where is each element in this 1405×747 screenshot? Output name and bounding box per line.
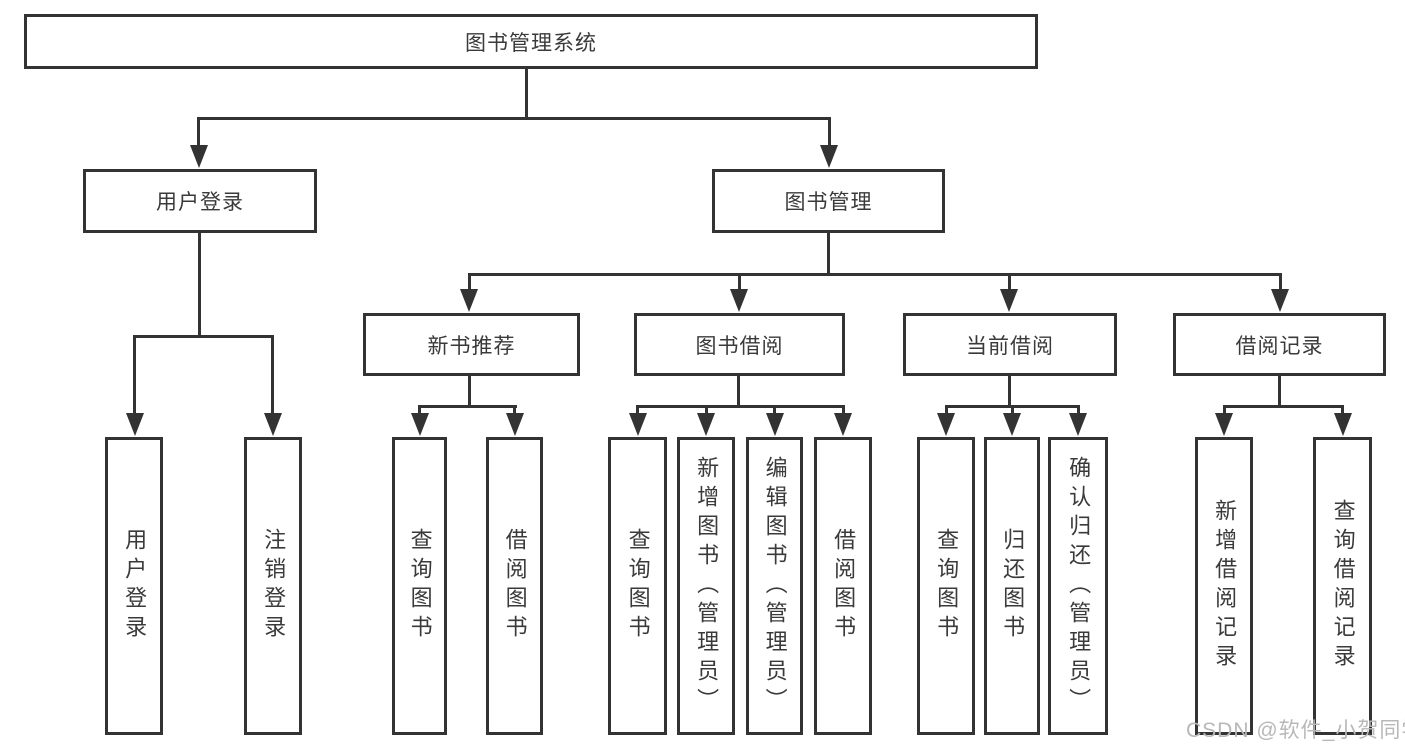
edge-arrowhead xyxy=(264,413,282,436)
edge-arrowhead xyxy=(730,289,748,312)
edge-line xyxy=(513,405,516,418)
edge-line xyxy=(1223,405,1226,418)
edge-line xyxy=(418,405,517,408)
edge-line xyxy=(1278,374,1281,408)
node-label: 借阅记录 xyxy=(1235,334,1324,358)
edge-line xyxy=(468,273,1282,276)
edge-arrowhead xyxy=(834,413,852,436)
edge-line xyxy=(418,405,421,418)
leaf-label: 注销登录 xyxy=(261,528,287,644)
edge-line xyxy=(636,405,639,418)
node-library-management-system: 图书管理系统 xyxy=(24,14,1038,69)
edge-line xyxy=(1279,273,1282,293)
edge-arrowhead xyxy=(1000,289,1018,312)
edge-arrowhead xyxy=(1003,413,1021,436)
edge-line xyxy=(1223,405,1344,408)
leaf-label: 查询图书 xyxy=(625,528,651,644)
node-label: 图书管理系统 xyxy=(465,31,597,55)
leaf-label: 归还图书 xyxy=(1000,528,1026,644)
edge-arrowhead xyxy=(629,413,647,436)
leaf-confirm-return-admin: 确认归还（管理员） xyxy=(1048,437,1108,735)
leaf-add-borrow-record: 新增借阅记录 xyxy=(1195,437,1253,735)
edge-arrowhead xyxy=(190,145,208,168)
edge-arrowhead xyxy=(1271,289,1289,312)
leaf-add-books-admin: 新增图书（管理员） xyxy=(677,437,735,735)
edge-line xyxy=(737,374,740,408)
leaf-label: 新增借阅记录 xyxy=(1212,499,1238,673)
leaf-query-borrow-record: 查询借阅记录 xyxy=(1313,437,1372,735)
node-label: 图书管理 xyxy=(784,191,873,214)
edge-line xyxy=(1077,405,1080,418)
edge-line xyxy=(468,374,471,408)
leaf-label: 确认归还（管理员） xyxy=(1066,455,1092,717)
edge-line xyxy=(828,117,831,150)
leaf-label: 编辑图书（管理员） xyxy=(762,455,788,717)
node-current-borrow: 当前借阅 xyxy=(903,313,1117,376)
edge-arrowhead xyxy=(1069,413,1087,436)
edge-arrowhead xyxy=(937,413,955,436)
edge-arrowhead xyxy=(460,289,478,312)
leaf-label: 新增图书（管理员） xyxy=(694,455,720,717)
edge-line xyxy=(705,405,708,418)
node-new-book-recommend: 新书推荐 xyxy=(363,313,580,376)
node-label: 新书推荐 xyxy=(427,334,516,358)
edge-arrowhead xyxy=(766,413,784,436)
edge-line xyxy=(842,405,845,418)
leaf-label: 用户登录 xyxy=(122,528,148,644)
edge-line xyxy=(468,273,471,293)
leaf-query-books-3: 查询图书 xyxy=(917,437,975,735)
node-user-login: 用户登录 xyxy=(83,169,317,233)
edge-line xyxy=(1008,273,1011,293)
leaf-user-login: 用户登录 xyxy=(105,437,163,735)
node-book-management: 图书管理 xyxy=(712,169,945,233)
leaf-edit-books-admin: 编辑图书（管理员） xyxy=(746,437,803,735)
edge-line xyxy=(271,335,274,417)
node-label: 当前借阅 xyxy=(966,334,1054,358)
edge-arrowhead xyxy=(506,413,524,436)
edge-line xyxy=(738,273,741,293)
edge-arrowhead xyxy=(1334,413,1352,436)
leaf-borrow-books-1: 借阅图书 xyxy=(486,437,543,735)
leaf-query-books-2: 查询图书 xyxy=(608,437,667,735)
edge-arrowhead xyxy=(126,413,144,436)
edge-line xyxy=(197,117,831,120)
edge-line xyxy=(133,335,274,338)
edge-line xyxy=(198,232,201,338)
edge-line xyxy=(827,232,830,276)
edge-arrowhead xyxy=(820,145,838,168)
leaf-logout: 注销登录 xyxy=(244,437,302,735)
edge-line xyxy=(525,68,528,119)
leaf-label: 查询图书 xyxy=(934,528,960,644)
node-borrow-records: 借阅记录 xyxy=(1173,313,1386,376)
leaf-return-books: 归还图书 xyxy=(984,437,1040,735)
leaf-label: 借阅图书 xyxy=(502,528,528,644)
leaf-label: 借阅图书 xyxy=(831,528,857,644)
edge-line xyxy=(945,405,948,418)
leaf-borrow-books-2: 借阅图书 xyxy=(814,437,872,735)
edge-line xyxy=(1008,374,1011,408)
csdn-watermark: CSDN @软件_小贺同学 xyxy=(1186,719,1405,742)
edge-line xyxy=(133,335,136,417)
leaf-label: 查询图书 xyxy=(407,528,433,644)
edge-line xyxy=(1011,405,1014,418)
edge-arrowhead xyxy=(1215,413,1233,436)
leaf-label: 查询借阅记录 xyxy=(1330,499,1356,673)
edge-arrowhead xyxy=(697,413,715,436)
edge-line xyxy=(773,405,776,418)
edge-line xyxy=(1341,405,1344,418)
node-label: 用户登录 xyxy=(156,191,244,214)
leaf-query-books-1: 查询图书 xyxy=(392,437,447,735)
node-label: 图书借阅 xyxy=(695,334,784,358)
edge-arrowhead xyxy=(411,413,429,436)
edge-line xyxy=(636,405,844,408)
edge-line xyxy=(197,117,200,150)
node-book-borrow: 图书借阅 xyxy=(634,313,845,376)
